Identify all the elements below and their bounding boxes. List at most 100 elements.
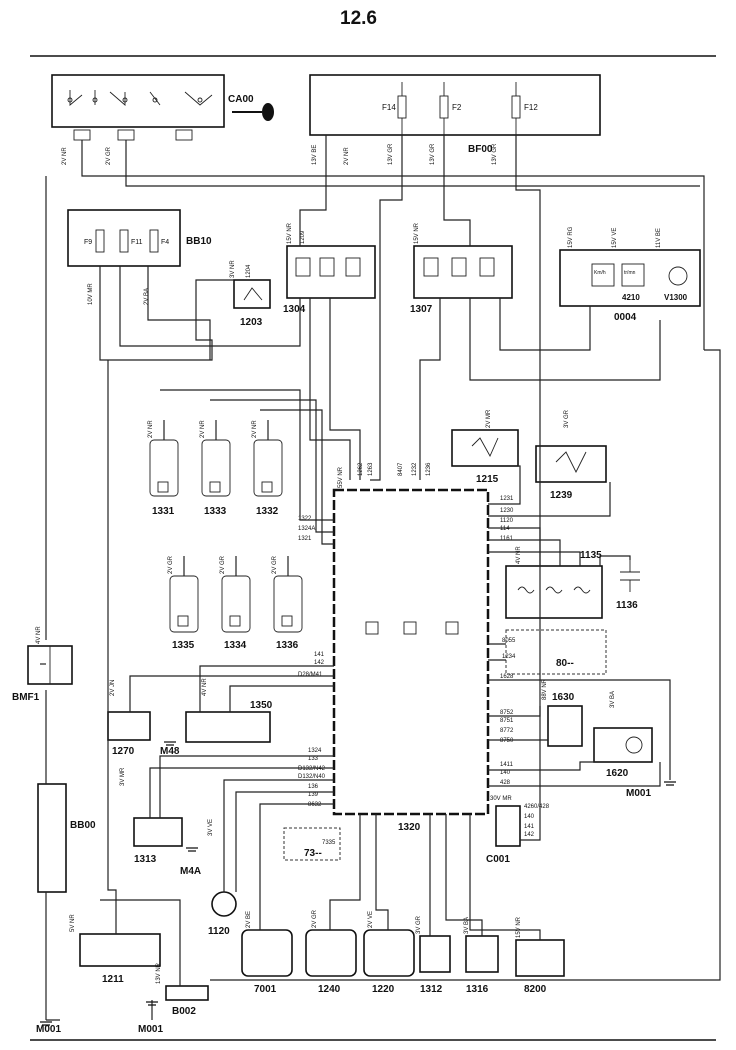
wire-code: D132/N42 bbox=[298, 766, 326, 772]
wire-code: 428 bbox=[500, 780, 511, 786]
tachometer-symbol: tr/mn bbox=[624, 270, 636, 276]
c001-label: C001 bbox=[486, 854, 510, 865]
c73-label: 73-- bbox=[304, 848, 322, 859]
c1239-coil bbox=[555, 451, 587, 474]
c1203-switch bbox=[243, 287, 263, 301]
wire-code: 1628 bbox=[500, 674, 514, 680]
wires bbox=[40, 135, 721, 1021]
wire-code: 141 bbox=[314, 652, 325, 658]
c1270-label: 1270 bbox=[112, 746, 135, 757]
wire-code: 7335 bbox=[322, 840, 336, 846]
c1335-connector: 2V GR bbox=[168, 555, 174, 574]
c1333-label: 1333 bbox=[204, 506, 227, 517]
c1136-label: 1136 bbox=[616, 600, 638, 611]
wire-code: D28/M41 bbox=[298, 672, 323, 678]
c1307-connector: 15V NR bbox=[414, 222, 420, 244]
c1215-label: 1215 bbox=[476, 474, 499, 485]
wire-code: 1321 bbox=[298, 536, 312, 542]
m001c-label: M001 bbox=[36, 1024, 61, 1035]
c1240-connector: 2V GR bbox=[312, 909, 318, 928]
c1630-box bbox=[547, 705, 583, 747]
c1135-connector: 4V NR bbox=[516, 546, 522, 564]
c1332-connector: 2V NR bbox=[252, 420, 258, 438]
c1211-box bbox=[79, 933, 161, 967]
bf00-fuses bbox=[397, 82, 521, 135]
c1620-sensor-icon bbox=[625, 736, 643, 754]
c1320-box bbox=[332, 488, 490, 816]
bmf1-label: BMF1 bbox=[12, 692, 40, 703]
page-title: 12.6 bbox=[340, 8, 377, 29]
wire-code: 1411 bbox=[500, 762, 514, 768]
bb00-label: BB00 bbox=[70, 820, 96, 831]
ca00-label: CA00 bbox=[228, 94, 254, 105]
c1203-box bbox=[233, 279, 271, 309]
c1316-box bbox=[465, 935, 499, 973]
wire-code: 140 bbox=[524, 814, 535, 820]
m001a-label: M001 bbox=[626, 788, 651, 799]
c1220-label: 1220 bbox=[372, 984, 395, 995]
c4210-label: 4210 bbox=[622, 293, 640, 302]
c1270-box bbox=[107, 711, 151, 741]
c1620-label: 1620 bbox=[606, 768, 629, 779]
c1620-connector: 3V BA bbox=[610, 691, 616, 708]
c1120-label: 1120 bbox=[208, 926, 230, 937]
bb10-connector-a: 10V MR bbox=[88, 283, 94, 305]
wire-code: 4260/428 bbox=[524, 804, 550, 810]
c8200-box bbox=[515, 939, 565, 977]
wire-code-labels: 1204 1209 1231 1230 1120 114 1161 1322 1… bbox=[246, 230, 550, 846]
c1136-capacitor bbox=[620, 560, 640, 592]
bb10-label: BB10 bbox=[186, 236, 212, 247]
c1240-box bbox=[305, 929, 357, 977]
c8200-connector: 15V NR bbox=[516, 916, 522, 938]
c1135-coils bbox=[517, 586, 591, 594]
c80-box bbox=[505, 629, 607, 675]
bf00-box bbox=[309, 74, 601, 136]
wire-code: 1324A bbox=[298, 526, 315, 532]
c1120-sensor bbox=[211, 891, 237, 917]
c1211-label: 1211 bbox=[102, 974, 124, 985]
m48-label: M48 bbox=[160, 746, 180, 757]
wire-code: 1161 bbox=[500, 536, 514, 542]
c7001-box bbox=[241, 929, 293, 977]
c0004-gauges bbox=[591, 263, 688, 287]
c73-box bbox=[283, 827, 341, 861]
wire-code: 1236 bbox=[426, 462, 432, 476]
c1304-connector: 15V NR bbox=[287, 222, 293, 244]
bf00-label: BF00 bbox=[468, 144, 493, 155]
c1320-label: 1320 bbox=[398, 822, 421, 833]
wire-code: 8772 bbox=[500, 728, 514, 734]
c1203-connector: 3V NR bbox=[230, 260, 236, 278]
wire-code: 8407 bbox=[398, 462, 404, 476]
fuse-f9: F9 bbox=[84, 239, 92, 246]
b002-label: B002 bbox=[172, 1006, 196, 1017]
bmf1-connector: 4V NR bbox=[36, 626, 42, 644]
injector-group-top bbox=[149, 439, 283, 497]
wire-code: 1204 bbox=[246, 264, 252, 278]
injector-group-bottom bbox=[169, 575, 303, 633]
c1333-connector: 2V NR bbox=[200, 420, 206, 438]
bf00-connector-c: 13V GR bbox=[388, 143, 394, 165]
speedometer-symbol: Km/h bbox=[594, 270, 606, 276]
c0004-box bbox=[559, 249, 701, 307]
wire-code: 1263 bbox=[368, 462, 374, 476]
wire-code: 1232 bbox=[412, 462, 418, 476]
c1215-connector: 2V MR bbox=[486, 409, 492, 428]
c1312-label: 1312 bbox=[420, 984, 443, 995]
ca00-connector-b: 2V GR bbox=[106, 146, 112, 165]
c001-box bbox=[495, 805, 521, 847]
c7001-label: 7001 bbox=[254, 984, 277, 995]
wire-code: 8752 bbox=[500, 710, 514, 716]
wire-code: 1230 bbox=[500, 508, 514, 514]
wire-code: 1231 bbox=[500, 496, 514, 502]
bf00-connector-b: 2V NR bbox=[344, 147, 350, 165]
c1135-label: 1135 bbox=[580, 550, 602, 561]
c1620-box bbox=[593, 727, 653, 763]
c1350-label: 1350 bbox=[250, 700, 273, 711]
c7001-connector: 2V BE bbox=[246, 911, 252, 928]
bb10-box bbox=[67, 209, 181, 267]
c0004-label: 0004 bbox=[614, 312, 637, 323]
wire-code: 1322 bbox=[298, 516, 312, 522]
c1313-label: 1313 bbox=[134, 854, 157, 865]
c1334-connector: 2V GR bbox=[220, 555, 226, 574]
ca00-box bbox=[51, 74, 225, 128]
